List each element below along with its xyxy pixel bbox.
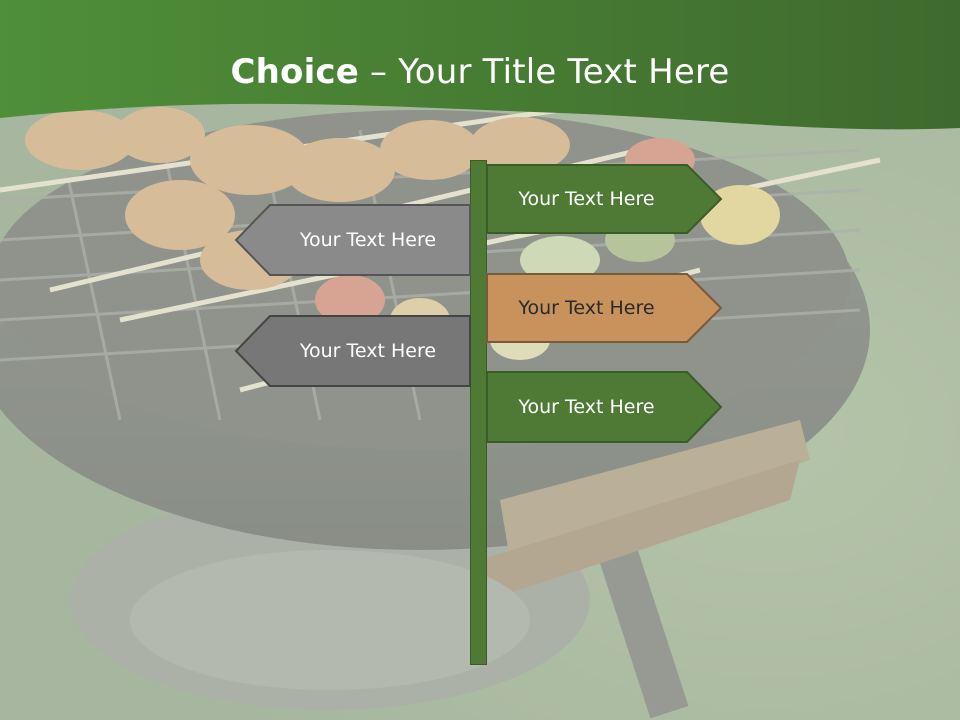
sign-label: Your Text Here: [518, 396, 655, 418]
slide-title: Choice – Your Title Text Here: [0, 52, 960, 92]
sign-right-2: Your Text Here: [486, 273, 723, 343]
sign-label: Your Text Here: [299, 229, 437, 251]
header-band: [0, 0, 960, 130]
arrow-left-shape: [234, 204, 471, 276]
sign-right-1: Your Text Here: [486, 164, 723, 234]
sign-right-3: Your Text Here: [486, 371, 723, 443]
sign-label: Your Text Here: [299, 340, 437, 362]
arrow-right-shape: [486, 371, 723, 443]
title-rest: – Your Title Text Here: [359, 52, 730, 92]
sign-label: Your Text Here: [518, 188, 655, 210]
sign-label: Your Text Here: [518, 297, 655, 319]
arrow-right-shape: [486, 164, 723, 234]
sign-left-1: Your Text Here: [234, 204, 471, 276]
arrow-right-shape: [486, 273, 723, 343]
sign-left-2: Your Text Here: [234, 315, 471, 387]
title-emphasis: Choice: [230, 52, 360, 92]
arrow-left-shape: [234, 315, 471, 387]
signpost-pole: [470, 160, 487, 665]
